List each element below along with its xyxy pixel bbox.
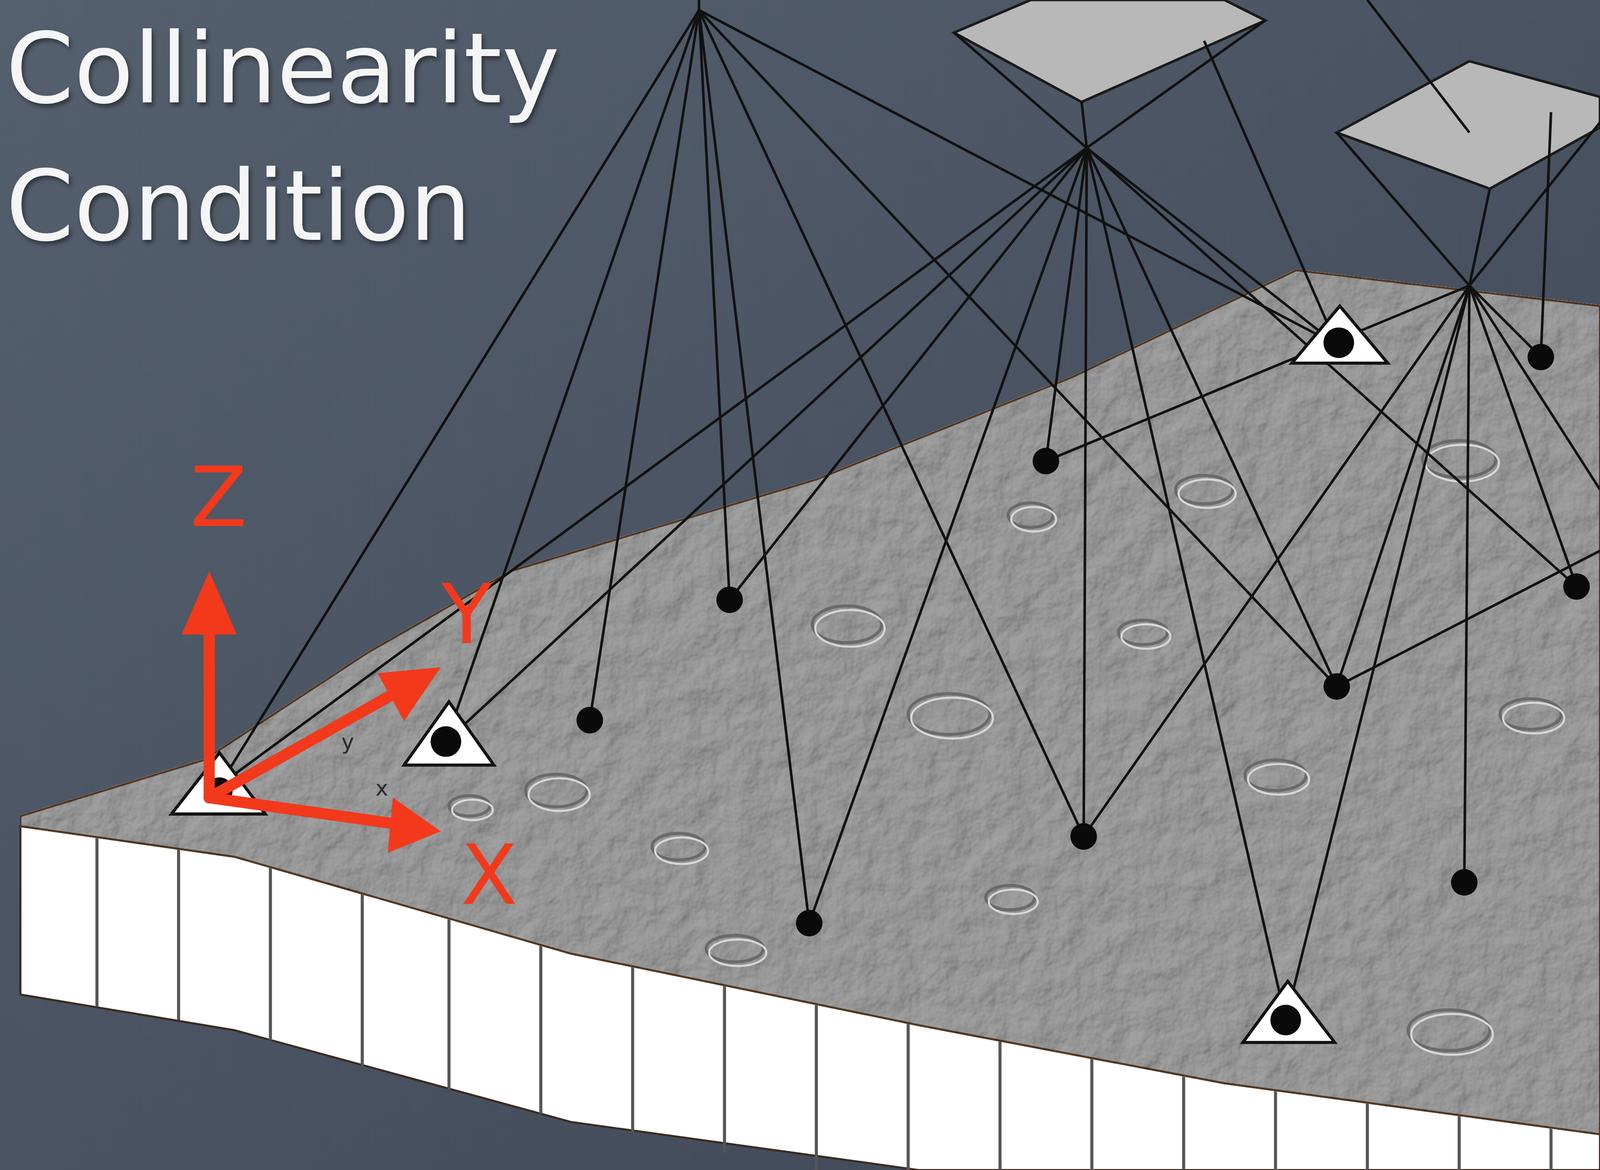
control-points: [171, 306, 1388, 1044]
axis-label: Y: [441, 572, 493, 656]
craters: [449, 440, 1565, 1056]
axis-sublabel: x: [375, 777, 389, 800]
terrain-surface: [20, 270, 1600, 1135]
axis-label: X: [460, 833, 518, 917]
slide-title: Collinearity Condition: [5, 0, 616, 276]
axis-sublabel: y: [341, 731, 355, 753]
image-planes: [953, 0, 1600, 189]
ground-points: [206, 327, 1590, 1036]
coordinate-axes: [181, 571, 441, 854]
axis-label: Z: [190, 455, 247, 539]
